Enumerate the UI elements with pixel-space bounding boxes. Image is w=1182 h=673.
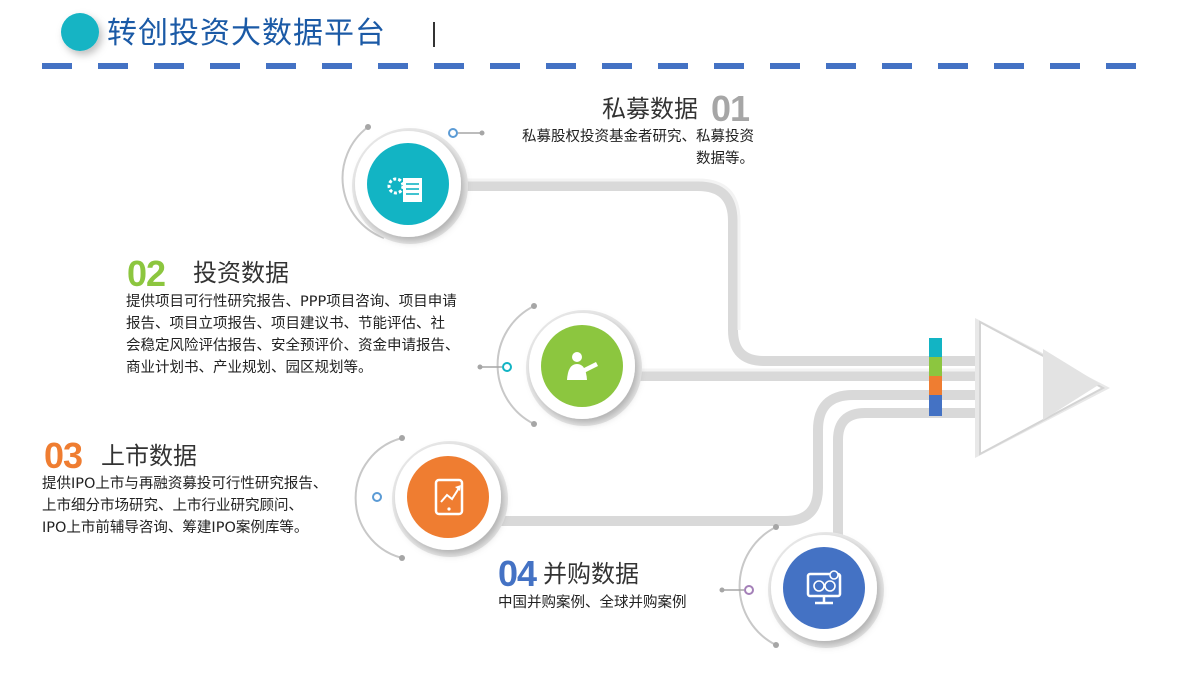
item-01-title: 私募数据 xyxy=(602,95,698,123)
presenter-icon xyxy=(567,352,598,380)
money-monitor-icon xyxy=(806,570,842,605)
page-title: 转创投资大数据平台 xyxy=(107,16,386,51)
item-03-desc-line: IPO上市前辅导咨询、筹建IPO案例库等。 xyxy=(42,520,309,536)
item-03-description: 提供IPO上市与再融资募投可行性研究报告、 上市细分市场研究、上市行业研究顾问、… xyxy=(42,473,327,539)
item-03-number: 03 xyxy=(44,435,83,476)
arrow-head-inner xyxy=(1043,349,1100,420)
item-02-title: 投资数据 xyxy=(193,259,289,287)
ribbon-green xyxy=(929,357,942,376)
item-04-desc-line: 中国并购案例、全球并购案例 xyxy=(498,595,687,611)
node-04 xyxy=(719,524,884,648)
item-01-desc-line: 私募股权投资基金者研究、私募投资 xyxy=(522,129,754,145)
item-04-title: 并购数据 xyxy=(543,560,639,588)
item-02-desc-line: 会稳定风险评估报告、安全预评价、资金申请报告、 xyxy=(126,338,460,354)
item-01-description: 私募股权投资基金者研究、私募投资 数据等。 xyxy=(502,126,754,170)
arrow-head xyxy=(979,320,1106,456)
document-gear-icon xyxy=(387,177,422,202)
title-bullet xyxy=(61,13,99,51)
ribbon-orange xyxy=(929,376,942,395)
road-highlights xyxy=(445,178,978,372)
item-04-description: 中国并购案例、全球并购案例 xyxy=(498,592,687,614)
road-paths xyxy=(440,181,983,565)
item-02-number: 02 xyxy=(127,253,166,294)
item-02-desc-line: 提供项目可行性研究报告、PPP项目咨询、项目申请 xyxy=(126,294,457,310)
node-02 xyxy=(477,303,642,427)
node-03 xyxy=(354,435,508,561)
title-cursor-bar xyxy=(433,22,435,47)
item-01-number: 01 xyxy=(711,88,750,129)
item-03-title: 上市数据 xyxy=(101,442,197,470)
item-04-number: 04 xyxy=(498,553,537,594)
item-02-description: 提供项目可行性研究报告、PPP项目咨询、项目申请 报告、项目立项报告、项目建议书… xyxy=(126,291,460,379)
ribbon-blue xyxy=(929,395,942,416)
item-02-desc-line: 报告、项目立项报告、项目建议书、节能评估、社 xyxy=(126,316,445,332)
tablet-chart-icon xyxy=(434,478,464,516)
item-03-desc-line: 提供IPO上市与再融资募投可行性研究报告、 xyxy=(42,476,328,492)
item-03-desc-line: 上市细分市场研究、上市行业研究顾问、 xyxy=(42,498,303,514)
ribbon-teal xyxy=(929,338,942,357)
item-02-desc-line: 商业计划书、产业规划、园区规划等。 xyxy=(126,360,373,376)
item-01-desc-line: 数据等。 xyxy=(696,151,754,167)
